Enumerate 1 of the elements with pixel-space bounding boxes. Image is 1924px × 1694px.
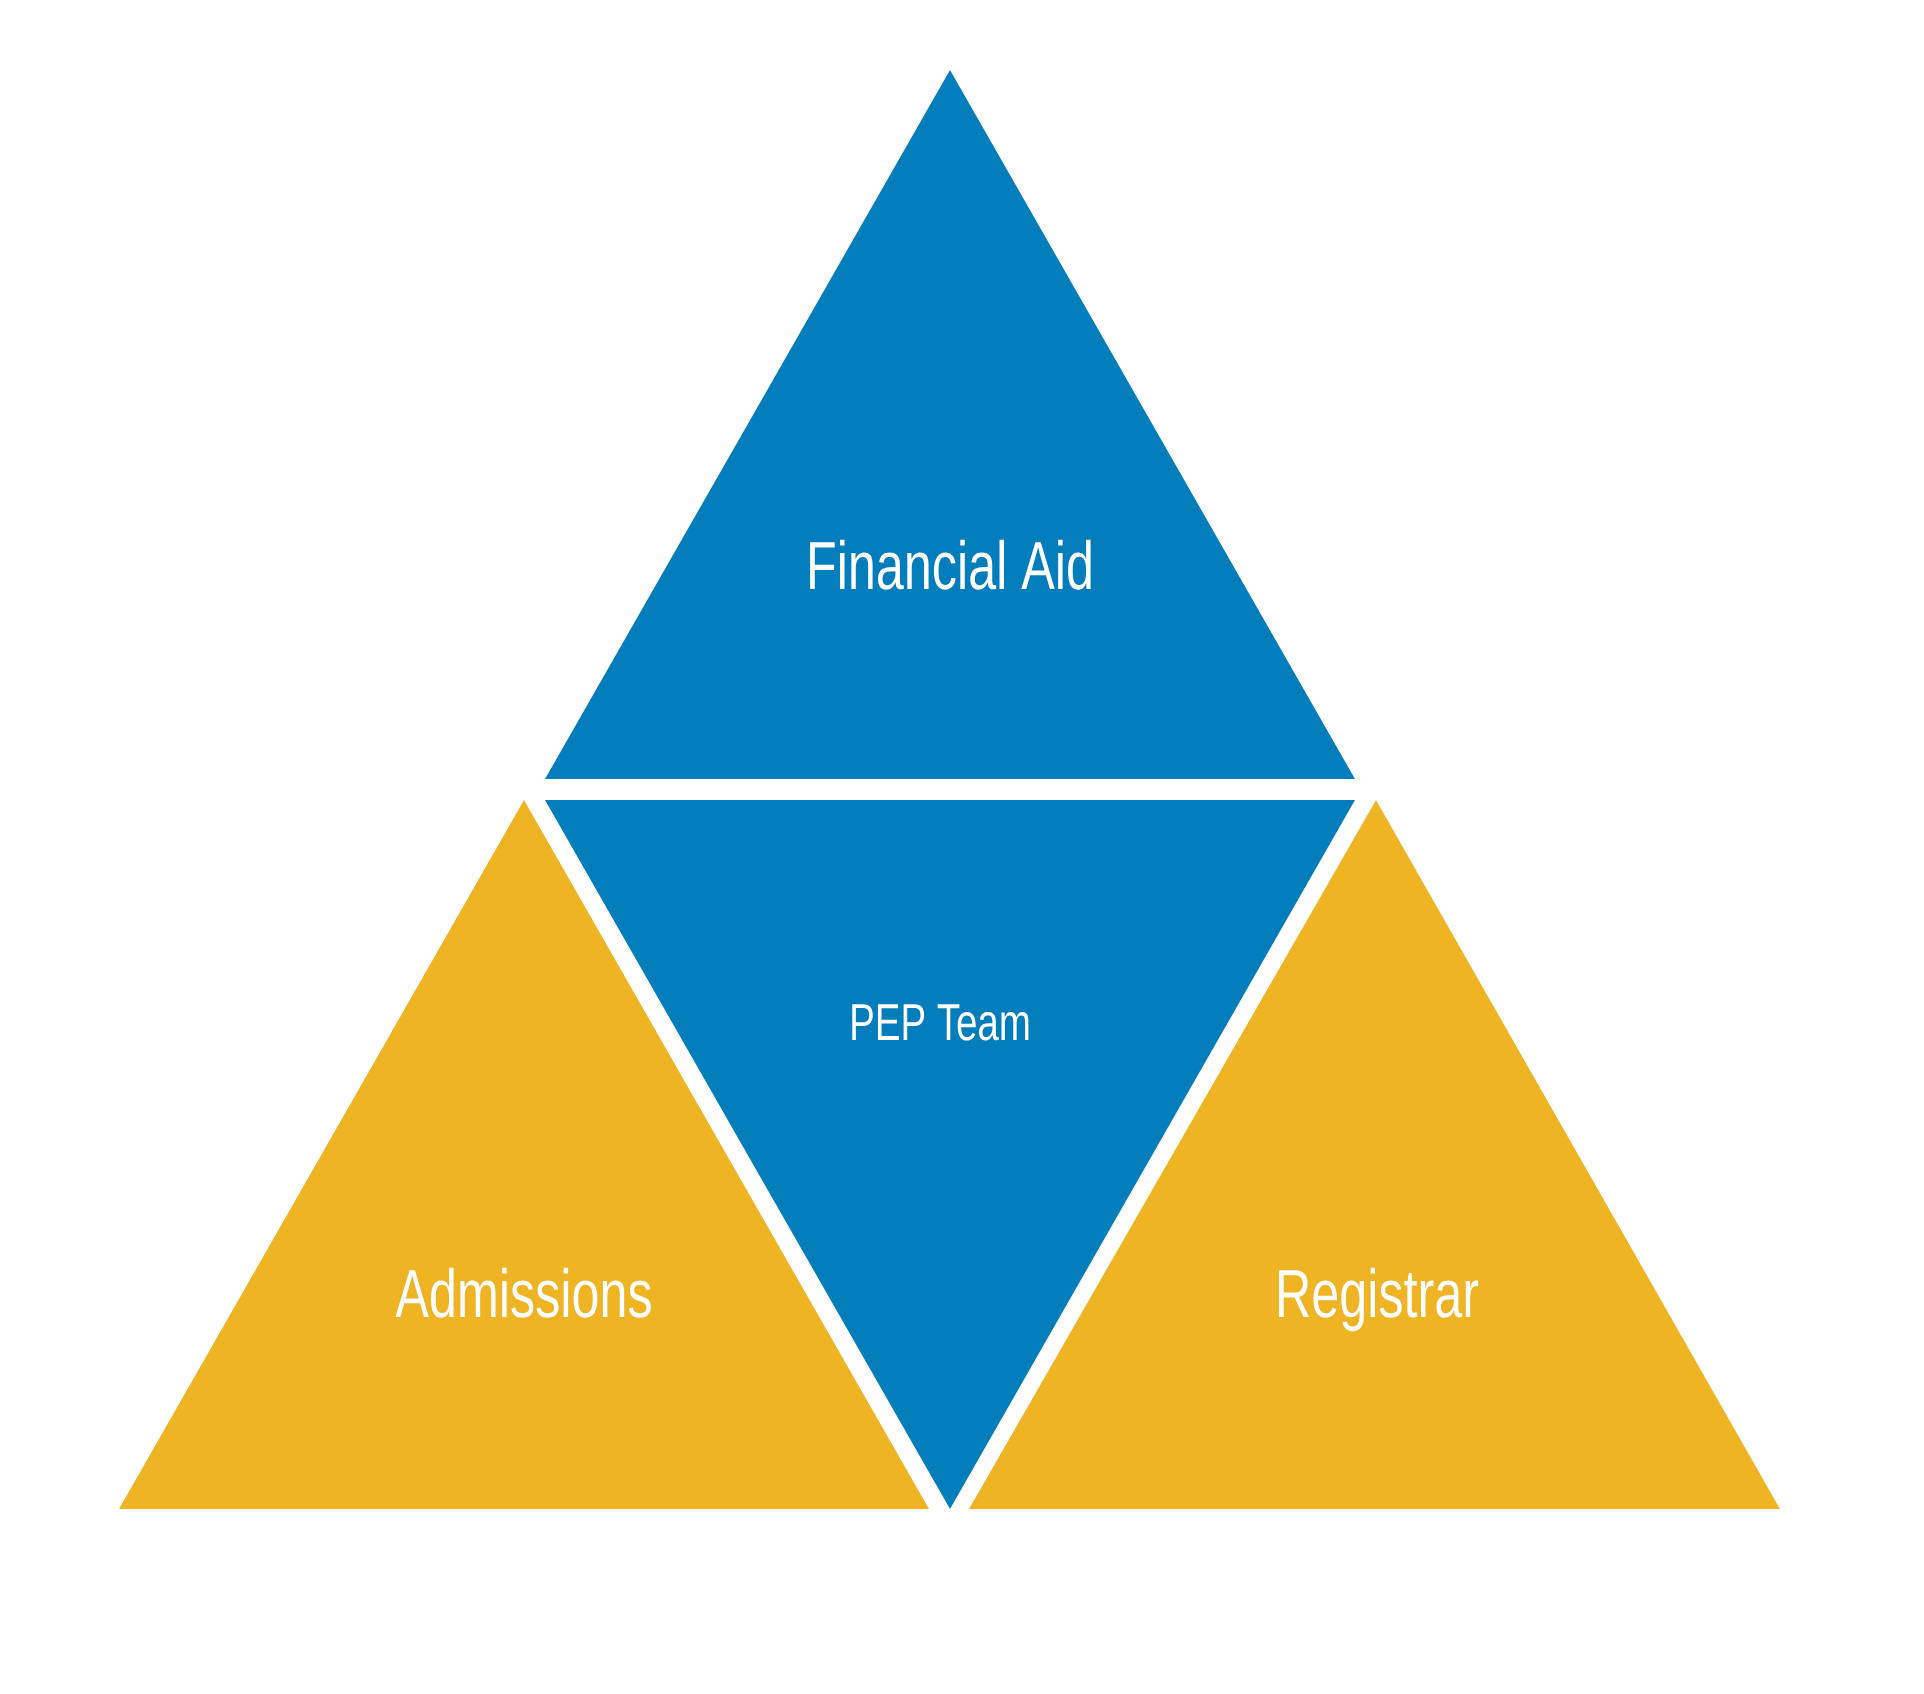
triangle: Financial Aid bbox=[545, 70, 1355, 779]
